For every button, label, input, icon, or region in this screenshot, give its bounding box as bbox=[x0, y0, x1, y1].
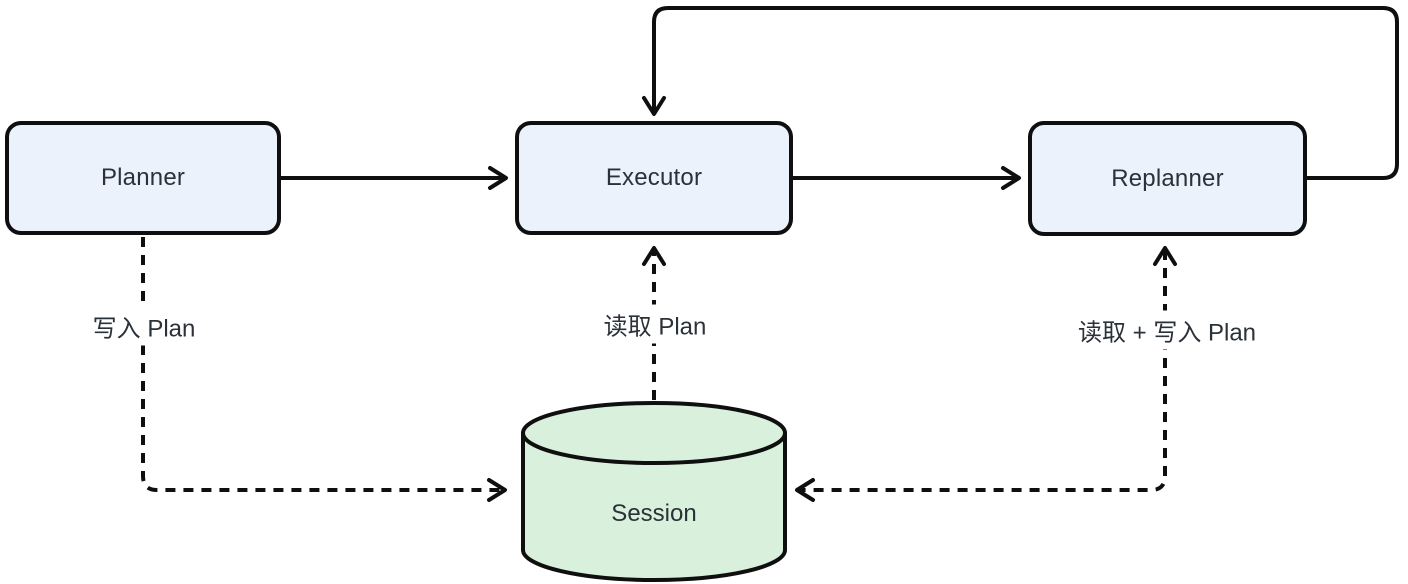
node-replanner-label: Replanner bbox=[1111, 164, 1224, 192]
node-planner: Planner bbox=[5, 121, 281, 235]
edge-label-read-write-plan: 读取 + 写入 Plan bbox=[1071, 310, 1263, 350]
cylinder-session-top bbox=[521, 401, 787, 465]
arrow-replanner-loop-to-executor bbox=[642, 6, 1399, 180]
arrow-planner-to-session-dashed bbox=[141, 237, 507, 502]
node-replanner: Replanner bbox=[1028, 121, 1307, 236]
cylinder-session-body bbox=[521, 431, 787, 582]
cylinder-session bbox=[521, 401, 787, 582]
node-planner-label: Planner bbox=[100, 164, 186, 191]
edge-label-read-plan: 读取 Plan bbox=[597, 304, 713, 344]
node-executor-label: Executor bbox=[605, 164, 703, 191]
arrow-replanner-session-dashed-bidirectional bbox=[795, 246, 1177, 502]
edge-label-write-plan: 写入 Plan bbox=[86, 306, 202, 346]
node-executor: Executor bbox=[515, 121, 793, 235]
cylinder-session-label: Session bbox=[611, 500, 697, 527]
